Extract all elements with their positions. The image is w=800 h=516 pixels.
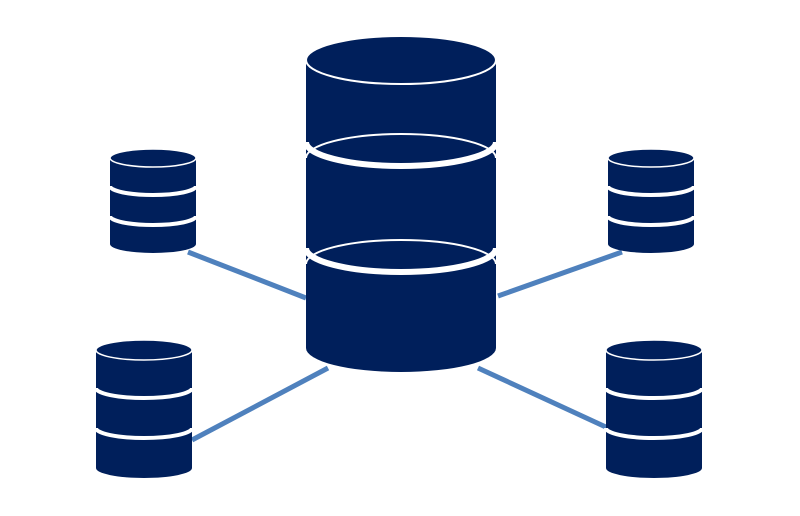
top-right-top-rim: [607, 148, 695, 168]
central-band-rim-2: [305, 133, 497, 159]
bottom-left-body: [96, 340, 192, 478]
database-cylinder-icon: [94, 339, 194, 478]
bottom-left-top-rim: [95, 339, 193, 361]
bottom-right-separator-1: [604, 387, 704, 400]
bottom-left-separator-2: [94, 427, 194, 440]
database-cylinder-icon: [303, 35, 499, 372]
connector-bottom-left: [190, 365, 330, 443]
bottom-left-separator-1: [94, 387, 194, 400]
connector-top-right: [497, 249, 623, 299]
database-top-left: [108, 148, 198, 253]
top-right-body: [608, 149, 694, 253]
connectors: [187, 249, 623, 443]
database-top-right: [606, 148, 696, 253]
central-separator-1: [303, 141, 499, 169]
top-left-separator-1: [108, 185, 198, 197]
bottom-right-body: [606, 340, 702, 478]
top-right-separator-1: [606, 185, 696, 197]
central-band-rim-3: [305, 239, 497, 265]
top-right-separator-2: [606, 215, 696, 227]
central-separator-2: [303, 247, 499, 275]
bottom-right-top-rim: [605, 339, 703, 361]
database-bottom-left: [94, 339, 194, 478]
database-cylinder-icon: [606, 148, 696, 253]
central-database: [303, 35, 499, 372]
database-bottom-right: [604, 339, 704, 478]
top-left-body: [110, 149, 196, 253]
central-database-body: [306, 36, 496, 372]
database-cylinder-icon: [108, 148, 198, 253]
top-left-separator-2: [108, 215, 198, 227]
bottom-right-separator-2: [604, 427, 704, 440]
top-left-top-rim: [109, 148, 197, 168]
database-cylinder-icon: [604, 339, 704, 478]
central-top-rim: [305, 35, 497, 85]
connector-bottom-right: [476, 365, 610, 431]
connector-top-left: [187, 249, 307, 301]
